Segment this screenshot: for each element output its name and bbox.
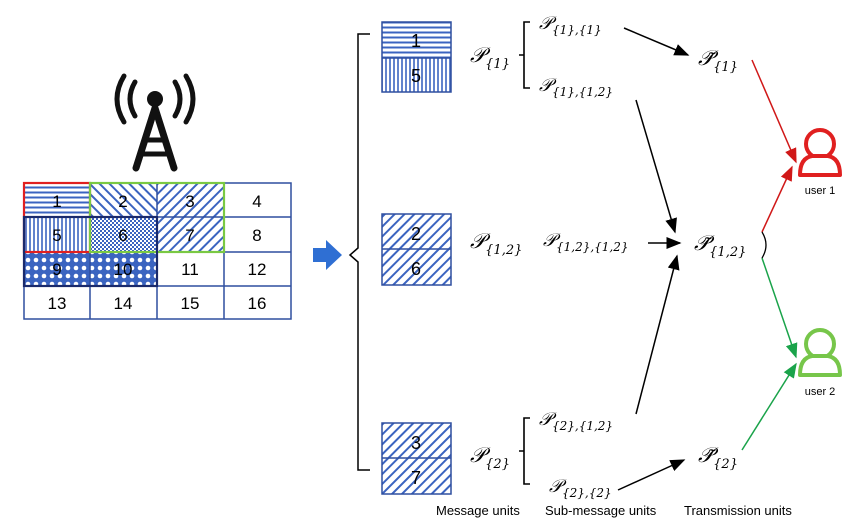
grid-cell-label: 8 (252, 226, 261, 245)
block-bottom-label: 7 (411, 468, 421, 488)
message-block-2: 2 6 (381, 213, 452, 286)
sub-message-label: 𝒫{2},{2} (549, 476, 612, 500)
grid-cell-fill-6 (90, 217, 157, 252)
resource-grid: 1 2 3 4 5 6 7 8 9 10 11 12 13 14 15 16 (22, 181, 292, 320)
sub-message-label: 𝒫{1,2},{1,2} (543, 230, 629, 254)
common-outline (22, 215, 159, 288)
block-bottom-label: 5 (411, 66, 421, 86)
grid-cell-label: 11 (181, 260, 199, 279)
block-top-label: 3 (411, 433, 421, 453)
grid-cell-fill-7 (157, 217, 224, 252)
transmission-unit-label: 𝒫̃{1,2} (694, 231, 746, 260)
user2-icon (798, 328, 842, 377)
message-block-1: 1 5 (381, 21, 452, 93)
grid-cell-label: 14 (114, 294, 133, 313)
grid-cell-fill-5 (24, 217, 90, 252)
grid-cell-fill-1 (24, 183, 90, 217)
grid-cell-fill-2 (90, 183, 157, 217)
user1-icon (798, 128, 842, 177)
transmission-unit-label: 𝒫̃{1} (698, 46, 738, 75)
user1-label: user 1 (805, 185, 836, 197)
grid-cell-fill-9 (24, 252, 90, 286)
user2-arrow (761, 257, 798, 359)
mapping-arrows (617, 27, 690, 491)
antenna-icon (114, 73, 196, 172)
grid-cell-label: 13 (48, 294, 67, 313)
grid-cell-label: 4 (252, 192, 261, 211)
message-block-3: 3 7 (381, 422, 452, 495)
grid-cell-label: 5 (52, 226, 61, 245)
user2-label: user 2 (805, 386, 836, 398)
grid-cell-label: 15 (181, 294, 200, 313)
grid-cell-label: 10 (114, 260, 133, 279)
grid-cell-label: 1 (52, 192, 61, 211)
sub-message-label: 𝒫{1},{1,2} (539, 75, 613, 99)
grid-cell-fill-10 (90, 252, 157, 286)
grid-cell-label: 3 (185, 192, 194, 211)
message-units-caption: Message units (436, 503, 520, 518)
grid-cell-label: 9 (52, 260, 61, 279)
sub-message-units-caption: Sub-message units (545, 503, 657, 518)
grid-cell-fill-3 (157, 183, 224, 217)
grid-cell-label: 2 (118, 192, 127, 211)
user1-arrow (751, 59, 797, 164)
message-unit-label: 𝒫{2} (470, 443, 510, 472)
sub-message-label: 𝒫{1},{1} (539, 13, 602, 37)
block-top-label: 2 (411, 224, 421, 244)
sub-brace-1 (519, 21, 530, 89)
grid-cell-label: 16 (248, 294, 267, 313)
transmission-unit-label: 𝒫̃{2} (698, 443, 738, 472)
right-arrow-icon (313, 240, 342, 270)
grid-cell-label: 12 (248, 260, 267, 279)
user1-arrow (761, 165, 793, 233)
split-brace (348, 33, 370, 471)
message-unit-label: 𝒫{1} (470, 43, 510, 72)
grid-cell-label: 6 (118, 226, 127, 245)
broadcast-arc (761, 231, 767, 259)
transmission-units-caption: Transmission units (684, 503, 792, 518)
user2-arrow (741, 362, 797, 451)
sub-brace-3 (519, 417, 530, 485)
block-top-label: 1 (411, 31, 421, 51)
sub-message-label: 𝒫{2},{1,2} (539, 409, 613, 433)
grid-cell-label: 7 (185, 226, 194, 245)
message-unit-label: 𝒫{1,2} (470, 229, 522, 258)
block-bottom-label: 6 (411, 259, 421, 279)
